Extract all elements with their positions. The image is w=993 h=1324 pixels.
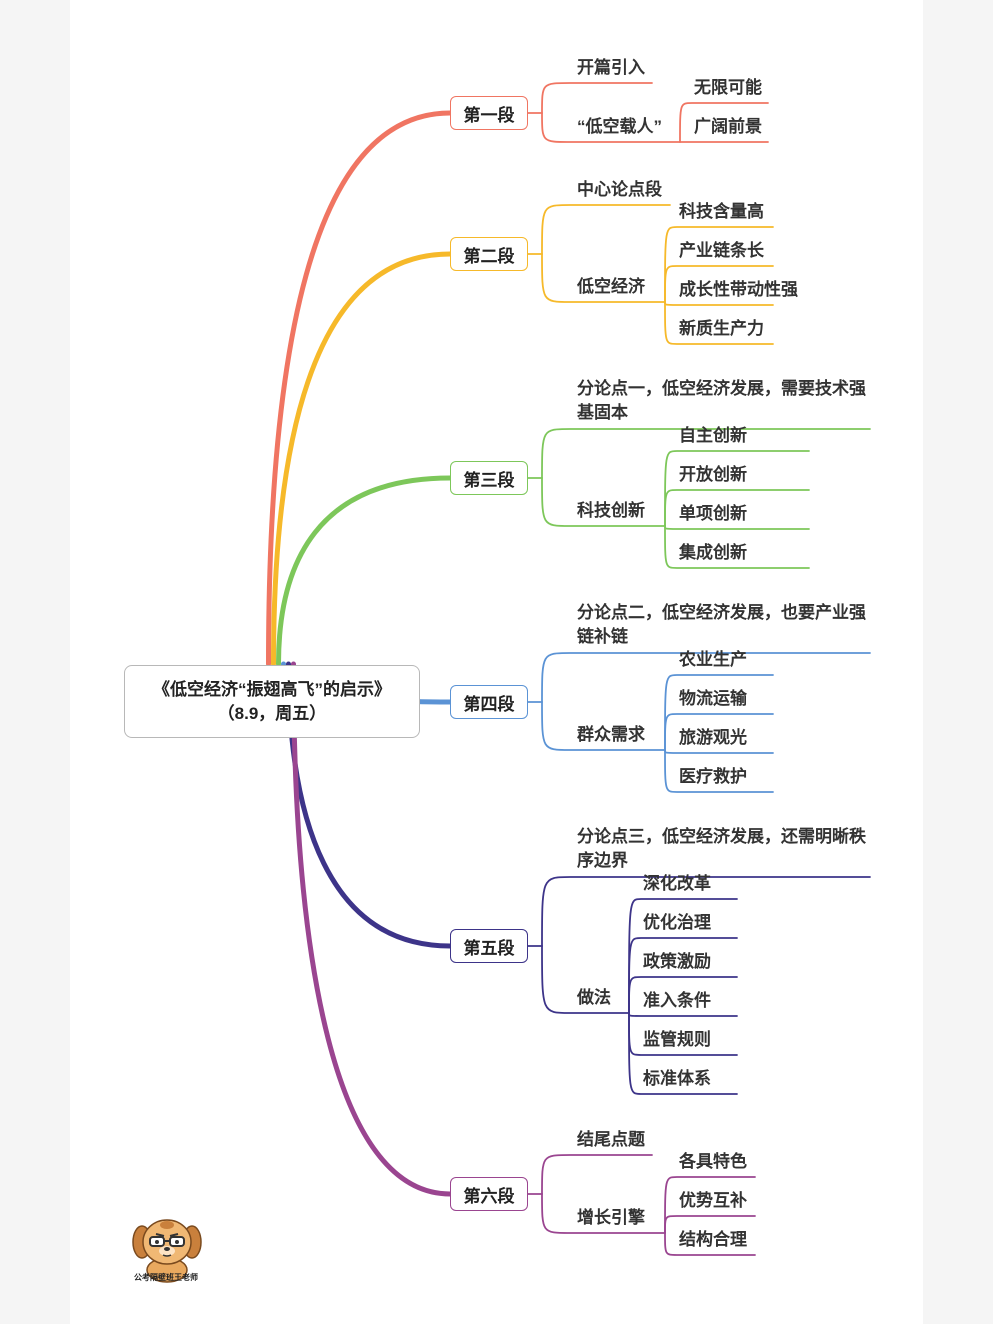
leaf-label[interactable]: 旅游观光 <box>679 728 747 747</box>
branch-topic[interactable]: 第六段 <box>450 1177 528 1211</box>
leaf-label[interactable]: 政策激励 <box>643 952 711 971</box>
leaf-label[interactable]: 标准体系 <box>643 1069 711 1088</box>
subtopic-underline <box>541 701 666 751</box>
leaf-label[interactable]: 集成创新 <box>679 543 747 562</box>
subtopic-underline <box>541 253 666 303</box>
leaf-underline <box>664 489 810 527</box>
page-background <box>70 0 923 1324</box>
subtopic-underline <box>541 945 630 1014</box>
leaf-label[interactable]: 产业链条长 <box>679 241 764 260</box>
branch-connector <box>266 110 453 667</box>
leaf-underline <box>664 301 774 345</box>
leaf-label[interactable]: 监管规则 <box>643 1030 711 1049</box>
leaf-label[interactable]: 优势互补 <box>679 1191 747 1210</box>
leaf-label[interactable]: 农业生产 <box>679 650 747 669</box>
leaf-label[interactable]: 无限可能 <box>694 78 762 97</box>
leaf-label[interactable]: 科技含量高 <box>679 202 764 221</box>
leaf-underline <box>664 1232 756 1256</box>
leaf-underline <box>664 749 774 754</box>
subtopic-label[interactable]: 中心论点段 <box>577 180 662 199</box>
leaf-label[interactable]: 深化改革 <box>643 874 711 893</box>
subtopic-underline <box>541 428 871 479</box>
root-subtitle: （8.9，周五） <box>217 703 327 723</box>
leaf-label[interactable]: 开放创新 <box>679 465 747 484</box>
branch-topic[interactable]: 第五段 <box>450 929 528 963</box>
subtopic-label[interactable]: 分论点二，低空经济发展，也要产业强链补链 <box>577 603 866 646</box>
branch-connector <box>291 661 453 1197</box>
branch-topic[interactable]: 第四段 <box>450 685 528 719</box>
branch-topic[interactable]: 第二段 <box>450 237 528 271</box>
subtopic-underline <box>541 652 871 703</box>
subtopic-underline <box>541 204 671 255</box>
leaf-underline <box>679 102 769 143</box>
branch-connector <box>271 251 453 667</box>
root-topic[interactable]: 《低空经济“振翅高飞”的启示》 （8.9，周五） <box>124 665 420 738</box>
watermark-caption: 公考隔壁班王老师 <box>134 1273 198 1282</box>
leaf-label[interactable]: 优化治理 <box>643 913 711 932</box>
leaf-underline <box>664 301 774 306</box>
subtopic-underline <box>541 1193 666 1234</box>
leaf-underline <box>664 1215 756 1234</box>
subtopic-underline <box>541 1154 653 1195</box>
branch-connector <box>276 475 453 667</box>
branch-topic[interactable]: 第一段 <box>450 96 528 130</box>
leaf-label[interactable]: 成长性带动性强 <box>679 280 798 299</box>
leaf-underline <box>628 1012 738 1017</box>
leaf-label[interactable]: 物流运输 <box>679 689 747 708</box>
subtopic-label[interactable]: 低空经济 <box>577 277 645 296</box>
leaf-label[interactable]: 自主创新 <box>679 426 747 445</box>
subtopic-underline <box>541 112 681 143</box>
leaf-underline <box>664 749 774 793</box>
subtopic-underline <box>541 876 871 947</box>
branch-topic[interactable]: 第三段 <box>450 461 528 495</box>
subtopic-label[interactable]: 科技创新 <box>577 501 645 520</box>
leaf-label[interactable]: 广阔前景 <box>694 117 762 136</box>
leaf-label[interactable]: 医疗救护 <box>679 767 747 786</box>
subtopic-label[interactable]: 分论点三，低空经济发展，还需明晰秩序边界 <box>577 827 866 870</box>
root-title: 《低空经济“振翅高飞”的启示》 <box>153 679 391 699</box>
subtopic-label[interactable]: 分论点一，低空经济发展，需要技术强基固本 <box>577 379 866 422</box>
leaf-underline <box>664 1176 756 1234</box>
dog-mascot-icon <box>128 1210 206 1285</box>
leaf-underline <box>628 1012 738 1095</box>
leaf-label[interactable]: 准入条件 <box>643 991 711 1010</box>
subtopic-label[interactable]: 群众需求 <box>577 725 645 744</box>
leaf-underline <box>664 265 774 303</box>
subtopic-underline <box>541 477 666 527</box>
leaf-label[interactable]: 单项创新 <box>679 504 747 523</box>
subtopic-label[interactable]: “低空载人” <box>577 117 662 136</box>
subtopic-label[interactable]: 增长引擎 <box>577 1208 645 1227</box>
subtopic-label[interactable]: 结尾点题 <box>577 1130 645 1149</box>
leaf-label[interactable]: 结构合理 <box>679 1230 747 1249</box>
leaf-label[interactable]: 各具特色 <box>679 1152 747 1171</box>
subtopic-underline <box>541 82 653 114</box>
leaf-underline <box>664 713 774 751</box>
leaf-label[interactable]: 新质生产力 <box>679 319 764 338</box>
leaf-underline <box>628 976 738 1014</box>
subtopic-label[interactable]: 开篇引入 <box>577 58 645 77</box>
leaf-underline <box>664 525 810 569</box>
leaf-underline <box>664 525 810 530</box>
subtopic-label[interactable]: 做法 <box>577 988 611 1007</box>
